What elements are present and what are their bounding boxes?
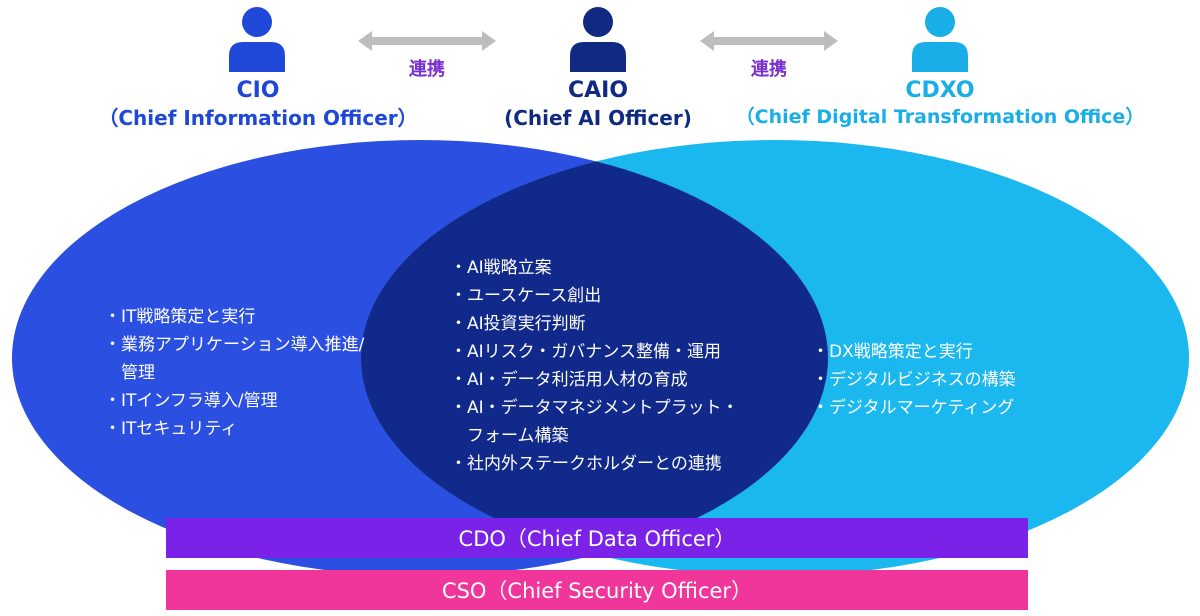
list-item: ・AI戦略立案: [450, 258, 552, 278]
right-link-label: 連携: [751, 59, 787, 80]
list-item: ・AI・データ利活用人材の育成: [450, 370, 688, 390]
list-item: 管理: [104, 363, 155, 383]
list-item: ・AIリスク・ガバナンス整備・運用: [450, 342, 721, 362]
list-item: ・社内外ステークホルダーとの連携: [450, 454, 722, 474]
caio-heading: CAIO (Chief AI Officer): [478, 78, 718, 130]
cdxo-heading: CDXO （Chief Digital Transformation Offic…: [734, 80, 1146, 127]
list-item: ・ITセキュリティ: [104, 419, 238, 439]
cdo-bar: CDO（Chief Data Officer）: [166, 518, 1028, 558]
caio-title: CAIO: [567, 78, 629, 103]
list-item: フォーム構築: [450, 426, 569, 446]
caio-responsibilities: ・AI戦略立案 ・ユースケース創出 ・AI投資実行判断 ・AIリスク・ガバナンス…: [450, 254, 739, 478]
list-item: ・IT戦略策定と実行: [104, 307, 256, 327]
cio-heading: CIO （Chief Information Officer）: [96, 78, 420, 130]
caio-intersection: [361, 140, 828, 576]
cdxo-title: CDXO: [905, 78, 975, 103]
list-item: ・ITインフラ導入/管理: [104, 391, 278, 411]
left-double-arrow-icon: [358, 31, 496, 51]
cio-title: CIO: [236, 78, 280, 103]
list-item: ・AI・データマネジメントプラット・: [450, 398, 739, 418]
list-item: ・デジタルビジネスの構築: [812, 370, 1016, 390]
left-link-label: 連携: [409, 59, 445, 80]
cio-full-name: （Chief Information Officer）: [98, 106, 418, 130]
list-item: ・AI投資実行判断: [450, 314, 586, 334]
list-item: ・デジタルマーケティング: [812, 398, 1015, 418]
right-double-arrow-icon: [700, 31, 838, 51]
caio-person-icon: [570, 7, 626, 72]
cdxo-full-name: （Chief Digital Transformation Office）: [735, 106, 1145, 128]
caio-full-name: (Chief AI Officer): [504, 106, 692, 130]
cio-person-icon: [229, 7, 285, 72]
list-item: ・DX戦略策定と実行: [812, 342, 973, 362]
cio-responsibilities: ・IT戦略策定と実行 ・業務アプリケーション導入推進/ 管理 ・ITインフラ導入…: [104, 303, 364, 443]
cdxo-person-icon: [912, 7, 968, 72]
cdxo-responsibilities: ・DX戦略策定と実行 ・デジタルビジネスの構築 ・デジタルマーケティング: [812, 338, 1016, 422]
cso-bar: CSO（Chief Security Officer）: [166, 570, 1028, 610]
list-item: ・ユースケース創出: [450, 286, 602, 306]
list-item: ・業務アプリケーション導入推進/: [104, 335, 365, 355]
